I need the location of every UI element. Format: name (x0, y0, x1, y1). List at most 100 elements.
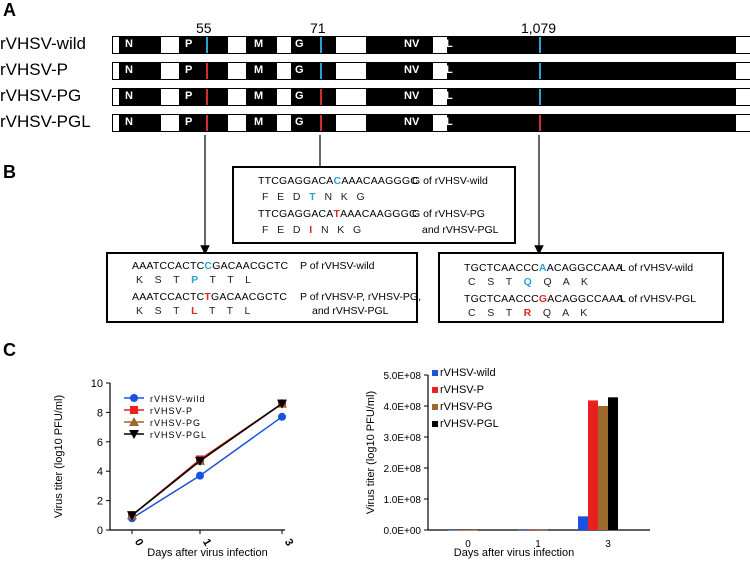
p-mutant-sequence: AAATCCACTCTGACAACGCTC (132, 291, 288, 303)
p-mutant-desc-2: and rVHSV-PGL (312, 305, 389, 317)
g-mutant-sequence: TTCGAGGACATAAACAAGGGC (258, 208, 417, 220)
p-mutant-desc: P of rVHSV-P, rVHSV-PG, (300, 291, 421, 303)
l-mutant-desc: L of rVHSV-PGL (620, 293, 697, 305)
y-tick-label: 3.0E+08 (383, 433, 421, 444)
l-mutant-sequence: TGCTCAACCCGACAGGCCAAA (464, 293, 624, 305)
gene-label: G (295, 38, 304, 50)
y-tick-label: 10 (91, 378, 103, 390)
intergenic-gap (736, 37, 750, 53)
bar (518, 529, 528, 531)
legend-swatch (432, 370, 438, 376)
y-tick-label: 6 (97, 437, 103, 449)
wild-type-site-mark (539, 63, 541, 79)
intergenic-gap (113, 89, 119, 105)
wild-type-site-mark (320, 63, 322, 79)
g-mutant-aa: F E D I N K G (262, 224, 362, 236)
bar (548, 529, 558, 531)
gene-label: G (295, 116, 304, 128)
intergenic-gap (736, 115, 750, 131)
x-tick-label: 1 (535, 539, 541, 550)
data-point (278, 412, 286, 421)
legend-label: rVHSV-wild (150, 394, 206, 404)
gene-label: N (125, 90, 133, 102)
x-tick-label: 3 (605, 539, 611, 550)
gene-label: NV (404, 38, 420, 50)
data-point (129, 430, 139, 439)
x-tick-label: 0 (132, 537, 145, 548)
intergenic-gap (736, 89, 750, 105)
l-sequence-box: TGCTCAACCCAACAGGCCAAA L of rVHSV-wild C … (438, 252, 724, 323)
legend-label: rVHSV-PGL (150, 430, 207, 440)
intergenic-gap (277, 37, 291, 53)
gene-label: L (446, 64, 453, 76)
mutation-site-mark (320, 89, 322, 105)
intergenic-gap (433, 63, 447, 79)
legend-swatch (432, 387, 438, 393)
intergenic-gap (161, 89, 179, 105)
legend-label: rVHSV-wild (440, 367, 496, 379)
p-wild-aa: K S T P T T L (136, 274, 251, 286)
p-wild-desc: P of rVHSV-wild (300, 260, 375, 272)
y-tick-label: 1.0E+08 (383, 495, 421, 506)
g-sequence-box: TTCGAGGACACAAACAAGGGC G of rVHSV-wild F … (232, 166, 516, 244)
y-axis-label: Virus titer (log10 PFU/ml) (365, 391, 377, 514)
gene-label: M (254, 90, 264, 102)
gene-label: NV (404, 64, 420, 76)
wild-type-site-mark (539, 37, 541, 53)
gene-label: N (125, 116, 133, 128)
data-point (277, 399, 287, 409)
g-wild-aa: F E D T N K G (262, 191, 365, 203)
legend-label: rVHSV-PG (150, 418, 201, 428)
bar (608, 397, 618, 530)
y-axis-label: Virus titer (log10 PFU/ml) (53, 395, 65, 518)
gene-label: P (185, 38, 193, 50)
intergenic-gap (277, 89, 291, 105)
bar (598, 406, 608, 530)
data-point (130, 394, 138, 402)
bar (538, 529, 548, 531)
gene-label: G (295, 64, 304, 76)
legend-label: rVHSV-PG (440, 401, 493, 413)
bar (528, 529, 538, 531)
intergenic-gap (228, 115, 246, 131)
bar (588, 400, 598, 530)
intergenic-gap (161, 37, 179, 53)
x-axis-label: Days after virus infection (147, 547, 267, 559)
gene-label: L (446, 38, 453, 50)
intergenic-gap (336, 89, 366, 105)
y-tick-label: 2 (97, 496, 103, 508)
gene-label: P (185, 64, 193, 76)
y-tick-label: 8 (97, 407, 103, 419)
intergenic-gap (161, 63, 179, 79)
gene-label: G (295, 90, 304, 102)
position-label-55: 55 (196, 20, 212, 36)
g-wild-sequence: TTCGAGGACACAAACAAGGGC (258, 175, 418, 187)
mutation-site-mark (320, 115, 322, 131)
x-axis-label: Days after virus infection (454, 547, 574, 559)
legend-label: rVHSV-P (150, 406, 193, 416)
gene-label: M (254, 116, 264, 128)
wild-type-site-mark (206, 37, 208, 53)
construct-label: rVHSV-P (0, 60, 69, 79)
panel-letter-b: B (3, 162, 16, 182)
mutation-site-mark (206, 115, 208, 131)
intergenic-gap (336, 37, 366, 53)
mutation-site-mark (206, 89, 208, 105)
gene-label: P (185, 116, 193, 128)
panel-letter-a: A (3, 0, 16, 20)
bar-chart: 0.0E+001.0E+082.0E+083.0E+084.0E+085.0E+… (365, 367, 650, 559)
g-mutant-desc-2: and rVHSV-PGL (422, 224, 499, 236)
y-tick-label: 0.0E+00 (383, 526, 421, 537)
gene-label: L (446, 116, 453, 128)
intergenic-gap (113, 63, 119, 79)
bar (478, 529, 488, 531)
intergenic-gap (277, 63, 291, 79)
construct-label: rVHSV-PG (0, 86, 82, 105)
intergenic-gap (433, 115, 447, 131)
intergenic-gap (277, 115, 291, 131)
intergenic-gap (433, 89, 447, 105)
g-mutant-desc: G of rVHSV-PG (412, 208, 485, 220)
